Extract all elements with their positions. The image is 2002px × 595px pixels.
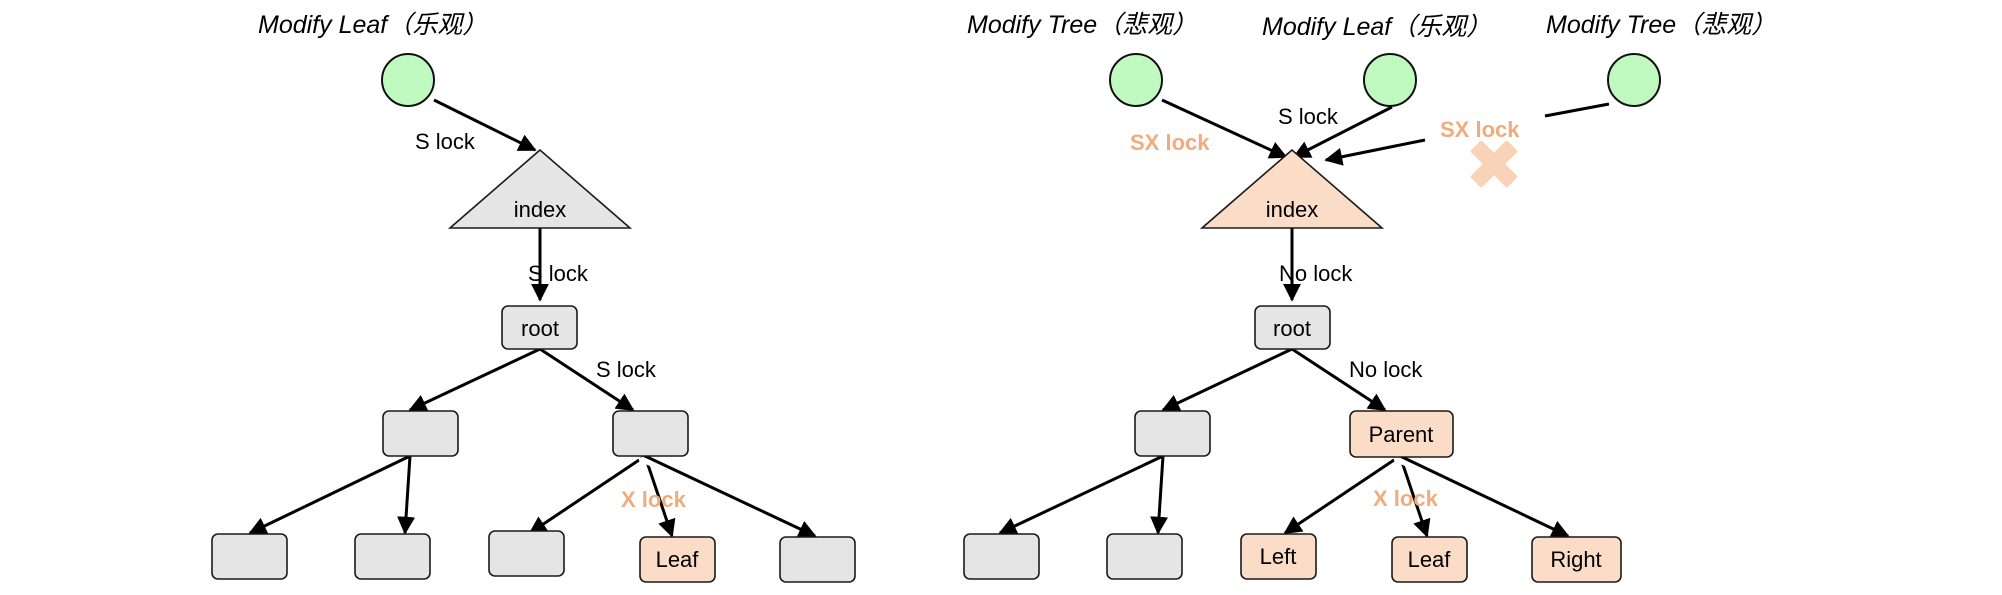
left-root-label: root: [521, 316, 559, 341]
left-leaf-label: Leaf: [656, 547, 700, 572]
cross-icon: [1470, 140, 1518, 188]
right-root-node: [1254, 305, 1331, 350]
right-edge-parent-leaf: [1398, 455, 1431, 538]
right-right-label: Right: [1550, 547, 1601, 572]
right-parent-node: [1349, 410, 1454, 458]
left-edge-rchild-leaf3: [528, 454, 646, 535]
left-leaf-node-3: [488, 530, 565, 577]
right-edge-root-parent: [1291, 347, 1387, 412]
left-root-node: [501, 305, 578, 350]
left-leaf-node-1: [211, 533, 288, 580]
left-label-root-child: S lock: [596, 357, 657, 382]
right-root-label: root: [1273, 316, 1311, 341]
right-edge-pess-a-index: [1161, 98, 1288, 159]
left-edge-rchild-leaf5: [644, 454, 817, 538]
right-leaf-node-1: [963, 533, 1040, 580]
left-edge-lchild-leaf2: [397, 455, 416, 535]
right-edge-lchild-leaf2: [1150, 455, 1169, 535]
left-leaf-node-5: [779, 536, 856, 583]
right-leaf-label: Leaf: [1408, 547, 1452, 572]
right-index-triangle: [1199, 148, 1385, 229]
right-left-node: [1240, 533, 1317, 580]
left-child-node-right: [612, 410, 689, 457]
right-label-pess-a-index: SX lock: [1130, 130, 1210, 155]
left-index-label: index: [514, 197, 567, 222]
right-label-parent-children: X lock: [1373, 486, 1439, 511]
left-edge-thread-index: [433, 98, 537, 152]
right-thread-circle-optimistic: [1363, 53, 1417, 107]
right-edge-parent-left: [1283, 454, 1401, 535]
right-edge-pess-b-blocked-start: [1544, 102, 1610, 118]
right-edge-lchild-leaf1: [998, 454, 1164, 535]
left-label-thread-index: S lock: [415, 129, 476, 154]
left-index-triangle: [447, 148, 633, 229]
left-child-node-left: [382, 410, 459, 457]
right-edge-opt-index: [1292, 105, 1393, 159]
left-edge-root-lchild: [408, 347, 541, 412]
right-diagram: Modify Tree（悲观） Modify Leaf（乐观） Modify T…: [963, 11, 1776, 583]
right-title-pessimistic-a: Modify Tree（悲观）: [967, 11, 1197, 39]
right-label-opt-index: S lock: [1278, 104, 1339, 129]
right-edge-parent-right: [1399, 454, 1570, 538]
right-label-root-parent: No lock: [1349, 357, 1423, 382]
right-thread-circle-pessimistic-b: [1607, 53, 1661, 107]
right-title-optimistic: Modify Leaf（乐观）: [1262, 13, 1491, 41]
right-leaf-node-highlight: [1391, 536, 1468, 583]
right-title-pessimistic-b: Modify Tree（悲观）: [1546, 11, 1776, 39]
left-edge-rchild-leaf: [643, 455, 676, 538]
right-index-label: index: [1266, 197, 1319, 222]
right-edge-root-lchild: [1161, 347, 1293, 412]
left-diagram: Modify Leaf（乐观） index root Leaf S lock S…: [211, 11, 856, 583]
left-leaf-node-2: [354, 533, 431, 580]
right-thread-circle-pessimistic-a: [1109, 53, 1163, 107]
right-edge-pess-b-blocked-end: [1324, 138, 1426, 166]
left-edge-root-rchild: [539, 347, 635, 412]
right-label-index-root: No lock: [1279, 261, 1353, 286]
right-left-label: Left: [1260, 544, 1297, 569]
right-child-node-left: [1134, 410, 1211, 457]
right-parent-label: Parent: [1369, 422, 1434, 447]
left-title: Modify Leaf（乐观）: [258, 11, 487, 39]
right-leaf-node-2: [1106, 533, 1183, 580]
left-label-index-root: S lock: [528, 261, 589, 286]
left-thread-circle: [381, 53, 435, 107]
left-label-child-leaf: X lock: [621, 487, 687, 512]
right-right-node: [1531, 536, 1622, 583]
right-label-pess-b-index: SX lock: [1440, 117, 1520, 142]
left-leaf-node-highlight: [639, 536, 716, 583]
left-edge-lchild-leaf1: [248, 454, 411, 535]
